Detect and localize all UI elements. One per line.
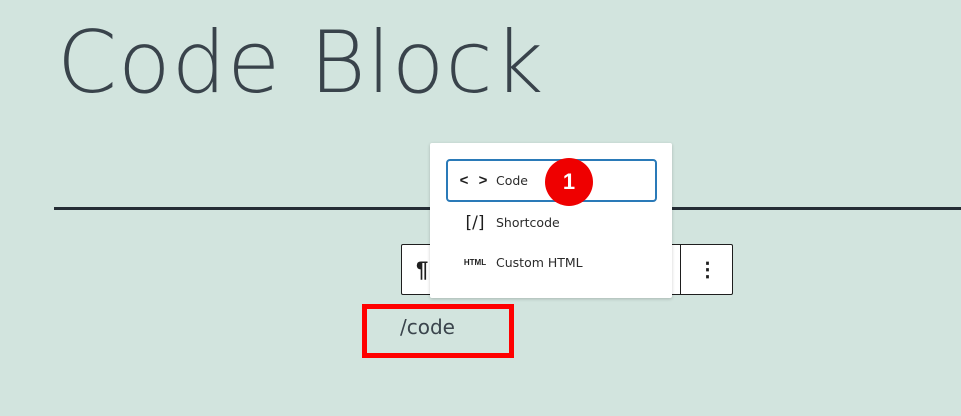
more-options-button[interactable]: ⋮ [697,259,718,281]
page-title[interactable]: Code Block [57,13,545,113]
inserter-item-custom-html[interactable]: HTML Custom HTML [446,241,656,284]
code-icon: < > [459,172,491,189]
inserter-item-label: Shortcode [496,215,560,230]
inserter-item-label: Code [496,173,529,188]
inserter-item-code[interactable]: < > Code [446,159,657,202]
paragraph-icon[interactable]: ¶ [416,257,429,282]
block-inserter-popover: < > Code [/] Shortcode HTML Custom HTML [430,143,672,298]
annotation-highlight-box [362,304,514,358]
inserter-item-label: Custom HTML [496,255,583,270]
shortcode-icon: [/] [465,212,485,233]
html-icon: HTML [463,258,487,267]
slash-command-text[interactable]: /code [400,315,455,339]
inserter-item-shortcode[interactable]: [/] Shortcode [446,201,656,244]
step-number-badge: 1 [545,158,593,206]
toolbar-divider [680,245,681,294]
